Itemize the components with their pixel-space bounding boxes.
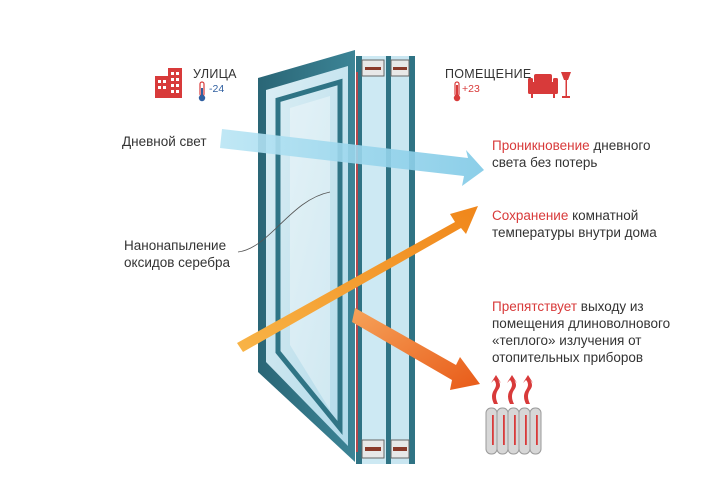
heat-retention-arrow [237, 206, 478, 352]
heat-retention-highlight: Сохранение [492, 208, 569, 223]
heat-retention-rest1: комнатной [568, 208, 639, 223]
light-transmission-rest1: дневного [589, 138, 651, 153]
spacer-bottom-1-dots [365, 447, 381, 451]
coating-leader-line [237, 191, 331, 253]
outside-temp: -24 [209, 83, 225, 95]
spacer-bottom-2-dots [393, 447, 407, 451]
heat-retention-label: Сохранение комнатной температуры внутри … [492, 207, 657, 241]
building-icon [155, 68, 182, 98]
daylight-arrow [220, 129, 484, 186]
outside-label: УЛИЦА [193, 67, 237, 81]
inside-temp: +23 [462, 83, 480, 95]
glass-highlight [290, 96, 330, 410]
middle-pane-front [356, 56, 362, 464]
radiation-arrow [352, 308, 480, 390]
radiation-rest1: выходу из [577, 299, 644, 314]
heat-retention-rest2: температуры внутри дома [492, 225, 657, 240]
radiation-rest2: помещения длиноволнового [492, 316, 671, 331]
light-transmission-label: Проникновение дневного света без потерь [492, 137, 651, 171]
thermometer-warm-icon [453, 81, 461, 102]
radiation-label: Препятствует выходу из помещения длиново… [492, 298, 670, 366]
thermometer-cold-icon [198, 81, 206, 102]
heat-waves-icon [491, 375, 533, 404]
inside-label: ПОМЕЩЕНИЕ [445, 67, 532, 81]
glass-unit [258, 50, 415, 464]
radiation-highlight: Препятствует [492, 299, 578, 314]
coating-label-line1: Нанонапыление [124, 238, 227, 253]
radiation-rest3: «теплого» излучения от [492, 333, 642, 348]
inner-pane-frame-right [409, 56, 415, 464]
radiator-icon [485, 407, 542, 455]
coating-label-line2: оксидов серебра [124, 255, 231, 270]
daylight-label: Дневной свет [122, 134, 207, 149]
radiation-rest4: отопительных приборов [492, 350, 644, 365]
spacer-top-2-dots [393, 67, 407, 70]
light-transmission-highlight: Проникновение [492, 138, 590, 153]
inner-frame-edge [275, 78, 343, 436]
light-transmission-rest2: света без потерь [492, 155, 598, 170]
outer-glass-pane [266, 66, 348, 446]
sofa-lamp-icon [528, 72, 571, 98]
spacer-top-1-dots [365, 67, 381, 70]
